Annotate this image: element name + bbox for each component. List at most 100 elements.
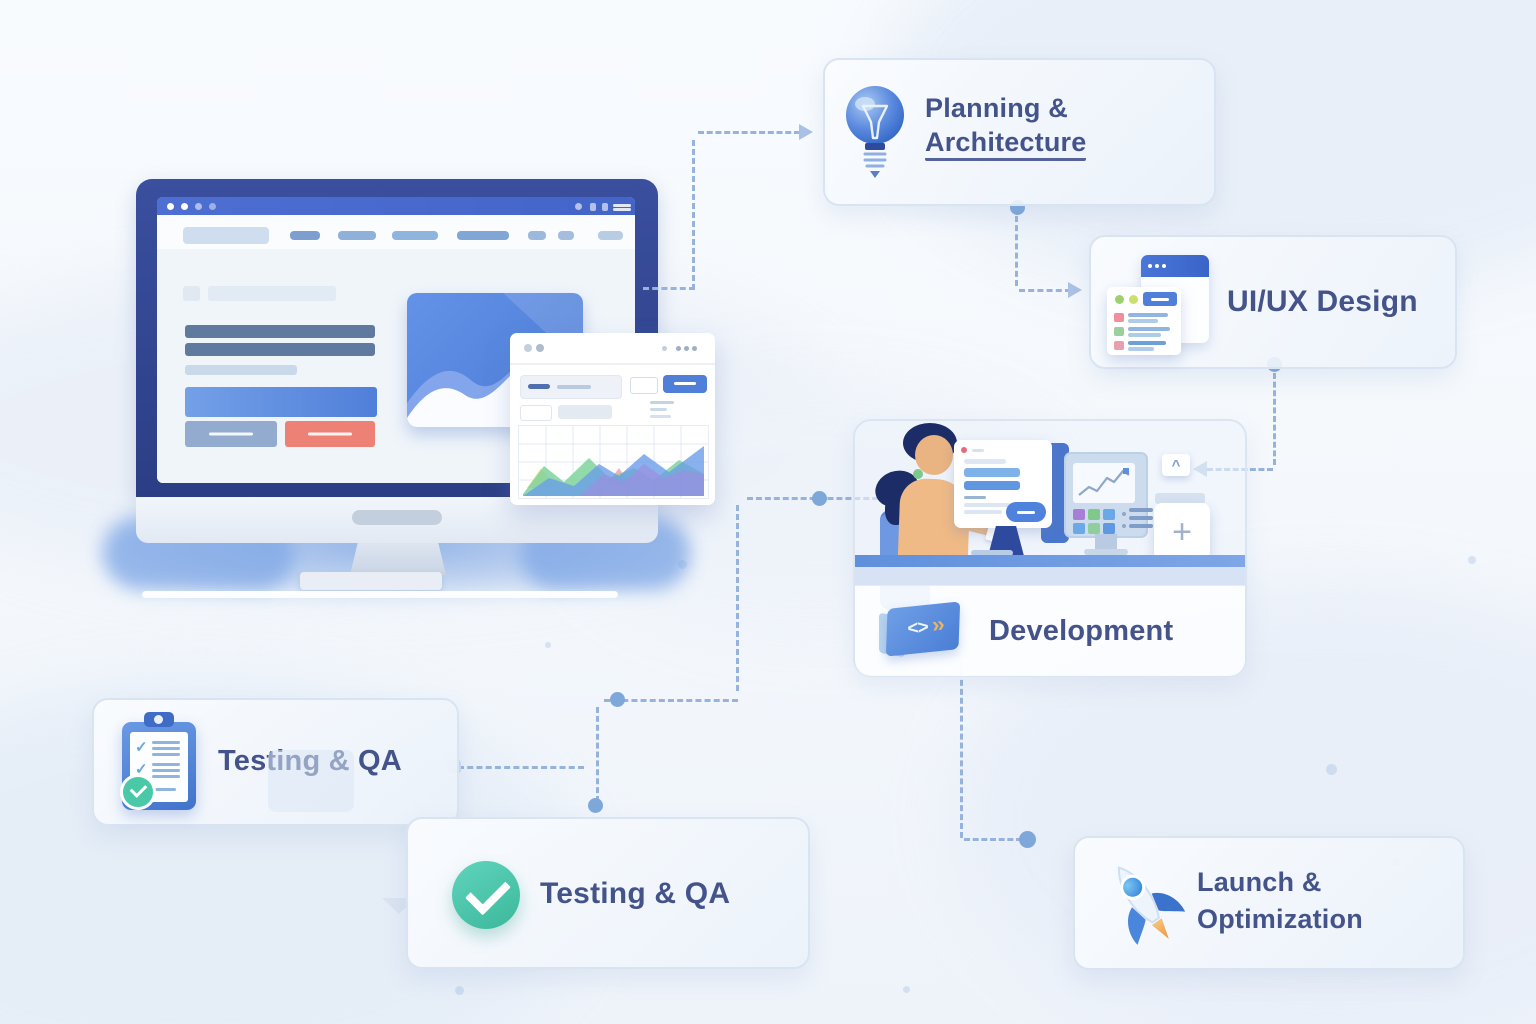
connector-testing-cards — [458, 766, 584, 769]
developer-head — [915, 435, 953, 475]
toolbar-field — [520, 375, 622, 399]
divider — [510, 363, 715, 365]
color-tile — [1088, 509, 1100, 520]
browser-top-bar — [157, 197, 635, 215]
connector-uiux-development — [1273, 373, 1276, 465]
nav-bar — [157, 215, 635, 251]
status-dot-icon — [1115, 295, 1124, 304]
color-tile — [1073, 523, 1085, 534]
window-dot-icon — [662, 346, 667, 351]
card-uiux-design[interactable]: UI/UX Design — [1089, 235, 1457, 369]
development-label-band: <> ›› Development — [855, 585, 1245, 676]
outline-field — [520, 405, 552, 421]
card-label: Launch & Optimization — [1197, 864, 1363, 938]
placeholder-text-bar — [650, 415, 671, 418]
code-glyph: <> — [906, 616, 929, 640]
monitor-stand — [350, 543, 446, 575]
checklist-line — [152, 775, 180, 778]
decor-dot — [455, 986, 464, 995]
arrowhead-icon — [799, 124, 813, 140]
window-dot-icon — [1155, 264, 1159, 268]
placeholder-text-bar — [650, 401, 674, 404]
checklist-line — [152, 747, 180, 750]
color-swatch — [1114, 327, 1124, 336]
window-dot-icon — [536, 344, 544, 352]
monitor-base — [300, 572, 442, 590]
text-line — [1128, 319, 1158, 323]
window-dot-icon — [692, 346, 697, 351]
window-dot-icon — [524, 344, 532, 352]
window-dot-icon — [167, 203, 174, 210]
code-glyph: ›› — [930, 611, 944, 638]
connector-development-launch — [960, 662, 963, 838]
ghost-panel — [268, 750, 354, 812]
decor-dot — [545, 642, 551, 648]
placeholder-heading — [208, 286, 336, 301]
text-line — [972, 449, 984, 452]
check-circle-icon — [452, 861, 520, 929]
connector-node-dot — [1019, 831, 1036, 848]
nav-pill — [457, 231, 509, 240]
window-dot-icon — [684, 346, 689, 351]
nav-pill — [290, 231, 320, 240]
color-tile — [1088, 523, 1100, 534]
pill-label-bar — [1151, 298, 1169, 301]
color-tile — [1103, 509, 1115, 520]
card-planning-architecture[interactable]: Planning & Architecture — [823, 58, 1216, 206]
area-chart — [518, 425, 709, 499]
color-swatch — [1114, 341, 1124, 350]
container-lid — [1155, 493, 1205, 504]
card-label: UI/UX Design — [1227, 285, 1418, 318]
connector-monitor-planning — [643, 287, 695, 290]
dot-icon — [1122, 512, 1126, 516]
card-testing-qa-check[interactable]: Testing & QA — [406, 817, 810, 969]
monitor-base — [1084, 549, 1128, 555]
card-development[interactable]: ^ + <> ›› Development — [853, 419, 1247, 677]
keyboard — [971, 550, 1013, 556]
chevron-up-icon: ^ — [1162, 454, 1190, 476]
clipboard-checklist-icon: ✓ ✓ — [118, 712, 210, 814]
text-line — [964, 481, 1020, 490]
placeholder-text-bar — [528, 384, 550, 389]
plus-icon: + — [1154, 503, 1210, 561]
text-line — [1128, 347, 1154, 351]
toolbar-icon — [575, 203, 582, 210]
menu-icon — [613, 204, 631, 207]
connector-development-testing — [596, 707, 599, 802]
arrowhead-icon — [1068, 282, 1082, 298]
button-label-bar — [674, 382, 696, 385]
window-dot-icon — [1162, 264, 1166, 268]
checklist-line — [152, 788, 176, 791]
card-label: Testing & QA — [540, 877, 731, 910]
connector-node-dot — [812, 491, 827, 506]
checklist-line — [152, 753, 180, 756]
nav-pill — [183, 227, 269, 244]
analytics-window — [510, 333, 715, 505]
status-dot-icon — [1129, 295, 1138, 304]
window-dot-icon — [1148, 264, 1152, 268]
placeholder-text-bar — [185, 325, 375, 338]
monitor-stand — [1095, 534, 1117, 550]
placeholder-field — [558, 405, 612, 419]
text-line — [1128, 313, 1168, 317]
connector-planning-uiux — [1015, 216, 1018, 286]
card-launch-optimization[interactable]: Launch & Optimization — [1073, 836, 1465, 970]
checklist-line — [152, 763, 180, 766]
header-pill — [1143, 292, 1177, 306]
card-label: Development — [989, 614, 1174, 647]
window-dot-icon — [676, 346, 681, 351]
menu-icon — [613, 208, 631, 211]
rocket-icon — [1093, 852, 1193, 952]
color-tile — [1103, 523, 1115, 534]
checklist-line — [152, 741, 180, 744]
placeholder-text-bar — [185, 343, 375, 356]
text-line — [964, 459, 1006, 464]
connector-monitor-planning — [698, 131, 800, 134]
window-dot-icon — [195, 203, 202, 210]
menu-icon — [1129, 508, 1153, 512]
nav-pill — [598, 231, 623, 240]
nav-pill — [392, 231, 438, 240]
decor-dot — [1468, 556, 1476, 564]
code-ribbon-icon: <> ›› — [879, 601, 965, 661]
